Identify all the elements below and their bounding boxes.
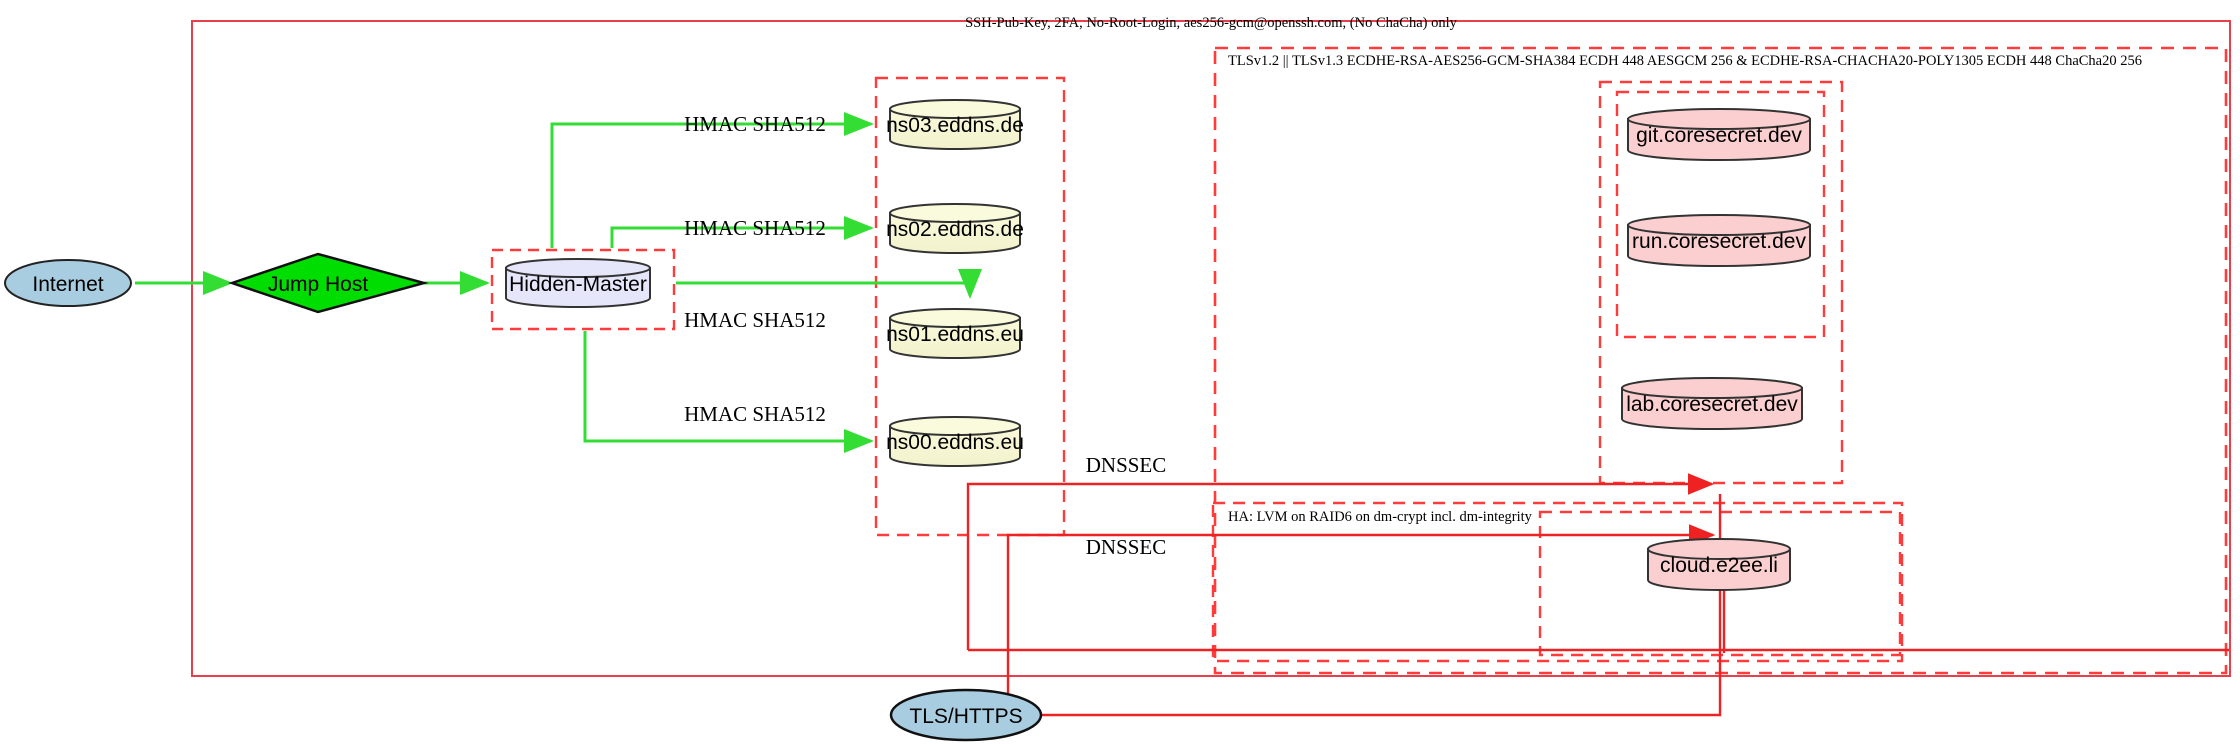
nameserver-group-box: [874, 76, 1066, 537]
node-git-coresecret[interactable]: git.coresecret.dev: [1627, 108, 1811, 161]
edge-hm-ns03: [550, 112, 874, 248]
ssh-boundary-label: SSH-Pub-Key, 2FA, No-Root-Login, aes256-…: [965, 15, 1458, 31]
node-lab-label: lab.coresecret.dev: [1626, 393, 1798, 416]
edge-hm-ns02: [610, 216, 874, 248]
edge-dnssec-lower: [1006, 524, 1716, 715]
node-run-label: run.coresecret.dev: [1632, 230, 1806, 253]
tls-boundary-label: TLSv1.2 || TLSv1.3 ECDHE-RSA-AES256-GCM-…: [1228, 53, 2142, 69]
edge-label-dnssec-upper: DNSSEC: [1086, 453, 1167, 477]
node-ns01-label: ns01.eddns.eu: [886, 323, 1024, 346]
ha-group-label: HA: LVM on RAID6 on dm-crypt incl. dm-in…: [1228, 509, 1533, 525]
node-ns02-label: ns02.eddns.de: [886, 218, 1024, 241]
node-git-label: git.coresecret.dev: [1636, 124, 1802, 147]
node-cloud-label: cloud.e2ee.li: [1660, 554, 1778, 577]
edge-label-hmac-ns03: HMAC SHA512: [684, 112, 826, 136]
ssh-boundary-box: [191, 20, 2231, 677]
node-hidden-master[interactable]: Hidden-Master: [505, 258, 651, 308]
node-hidden-master-label: Hidden-Master: [509, 273, 647, 296]
ha-group-box: [1211, 501, 1904, 663]
edge-hm-ns00: [583, 331, 874, 453]
edge-label-hmac-ns00: HMAC SHA512: [684, 402, 826, 426]
hidden-master-box: [490, 248, 676, 331]
edge-dnssec-upper: [966, 473, 1715, 650]
node-cloud-e2ee[interactable]: cloud.e2ee.li: [1647, 538, 1791, 591]
node-run-coresecret[interactable]: run.coresecret.dev: [1627, 214, 1811, 267]
node-jump-host[interactable]: Jump Host: [228, 252, 429, 314]
edge-label-hmac-ns02: HMAC SHA512: [684, 216, 826, 240]
edge-label-hmac-ns01: HMAC SHA512: [684, 308, 826, 332]
node-ns03-label: ns03.eddns.de: [886, 114, 1024, 137]
node-lab-coresecret[interactable]: lab.coresecret.dev: [1621, 377, 1803, 430]
edge-hm-ns01: [676, 269, 982, 299]
node-internet-label: Internet: [32, 273, 103, 296]
node-ns01[interactable]: ns01.eddns.eu: [886, 308, 1024, 359]
node-ns03[interactable]: ns03.eddns.de: [886, 99, 1024, 150]
node-internet[interactable]: Internet: [4, 259, 132, 307]
edge-tls-https-out: [1040, 494, 1722, 717]
node-ns02[interactable]: ns02.eddns.de: [886, 203, 1024, 254]
edge-label-dnssec-lower: DNSSEC: [1086, 535, 1167, 559]
node-tls-https-label: TLS/HTTPS: [909, 705, 1022, 728]
node-ns00-label: ns00.eddns.eu: [886, 431, 1024, 454]
node-jump-host-label: Jump Host: [268, 273, 369, 296]
coresecret-inner-box: [1615, 90, 1826, 339]
node-ns00[interactable]: ns00.eddns.eu: [886, 416, 1024, 467]
coresecret-outer-box: [1598, 80, 1844, 485]
node-tls-https[interactable]: TLS/HTTPS: [889, 688, 1043, 742]
